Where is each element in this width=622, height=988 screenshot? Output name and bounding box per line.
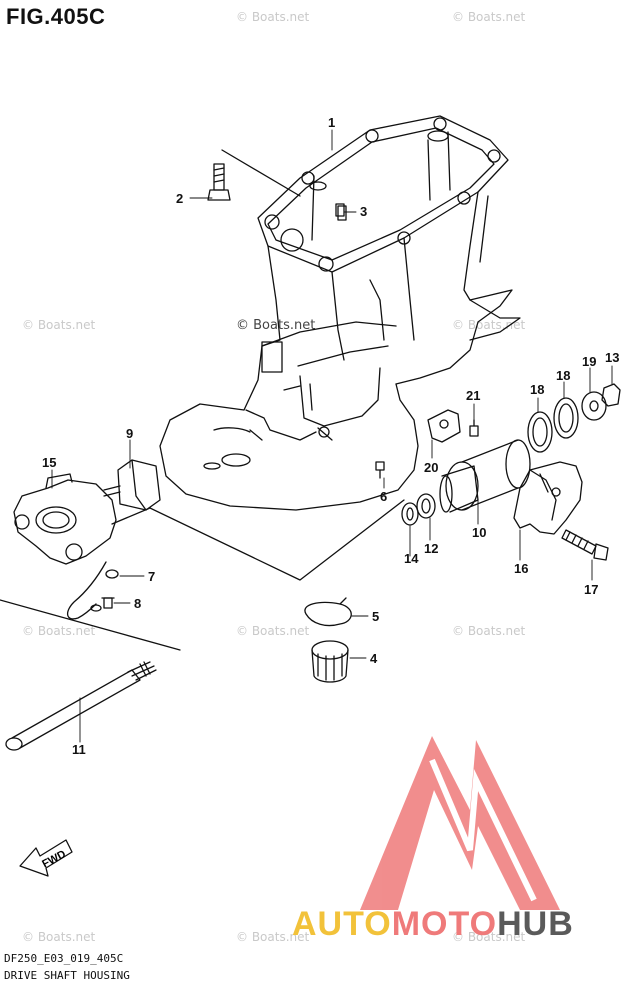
callout-10: 10 xyxy=(472,525,486,540)
bolt-part-6 xyxy=(375,461,385,479)
logo-part-moto: MOTO xyxy=(391,905,498,943)
logo-part-auto: AUTO xyxy=(292,905,392,943)
callout-11: 11 xyxy=(72,742,86,757)
fwd-label: FWD xyxy=(40,848,68,870)
callout-18b: 18 xyxy=(556,368,570,383)
callout-5: 5 xyxy=(372,609,379,624)
assembly-line xyxy=(0,599,181,651)
watermark: © Boats.net xyxy=(236,930,310,944)
callout-18: 18 xyxy=(530,382,544,397)
watermark: © Boats.net xyxy=(22,624,96,638)
callout-3: 3 xyxy=(360,204,367,219)
callout-2: 2 xyxy=(176,191,183,206)
bracket-part-16 xyxy=(513,461,583,535)
automotohub-logo-icon xyxy=(360,736,560,910)
watermark: © Boats.net xyxy=(22,318,96,332)
nut-part-13 xyxy=(601,383,621,407)
fwd-arrow-icon xyxy=(19,839,73,877)
callout-16: 16 xyxy=(514,561,528,576)
ring-part-18b xyxy=(553,397,579,439)
wire-part-7 xyxy=(67,561,119,620)
callout-20: 20 xyxy=(424,460,438,475)
callout-15: 15 xyxy=(42,455,56,470)
callout-13: 13 xyxy=(605,350,619,365)
bolt-part-2 xyxy=(207,149,301,201)
watermark: © Boats.net xyxy=(452,10,526,24)
watermark-center: © Boats.net xyxy=(236,318,316,333)
callout-4: 4 xyxy=(370,651,378,666)
watermark: © Boats.net xyxy=(452,930,526,944)
washer-part-14 xyxy=(401,502,419,526)
watermark: © Boats.net xyxy=(22,930,96,944)
ring-part-18 xyxy=(527,411,553,453)
callout-7: 7 xyxy=(148,569,155,584)
ring-part-5 xyxy=(304,597,352,627)
plug-part-3 xyxy=(337,205,347,221)
washer-part-12 xyxy=(416,493,436,519)
plate-part-20 xyxy=(427,409,461,443)
watermark: © Boats.net xyxy=(236,624,310,638)
callout-8: 8 xyxy=(134,596,141,611)
callout-19: 19 xyxy=(582,354,596,369)
drive-shaft-housing xyxy=(159,115,521,511)
watermark: © Boats.net xyxy=(452,624,526,638)
figure-caption: DRIVE SHAFT HOUSING xyxy=(4,969,130,982)
bolt-part-17 xyxy=(561,529,609,561)
callout-6: 6 xyxy=(380,489,387,504)
callout-21: 21 xyxy=(466,388,480,403)
callout-1: 1 xyxy=(328,115,335,130)
callout-9: 9 xyxy=(126,426,133,441)
automotohub-logo: AUTOMOTOHUB xyxy=(292,905,574,944)
screw-part-8 xyxy=(101,597,115,609)
sleeve-part-10 xyxy=(439,439,531,513)
housing-part-15 xyxy=(13,473,117,565)
washer-part-19 xyxy=(581,391,607,421)
watermark: © Boats.net xyxy=(452,318,526,332)
assembly-line xyxy=(111,499,405,581)
callout-12: 12 xyxy=(424,541,438,556)
rod-part-11 xyxy=(5,661,157,751)
figure-title: FIG.405C xyxy=(6,4,106,29)
logo-part-hub: HUB xyxy=(497,905,574,943)
figure-code: DF250_E03_019_405C xyxy=(4,952,124,965)
callout-17: 17 xyxy=(584,582,598,597)
watermark: © Boats.net xyxy=(236,10,310,24)
callout-14: 14 xyxy=(404,551,419,566)
cap-part-4 xyxy=(311,640,349,683)
connector-part-9 xyxy=(103,459,161,511)
